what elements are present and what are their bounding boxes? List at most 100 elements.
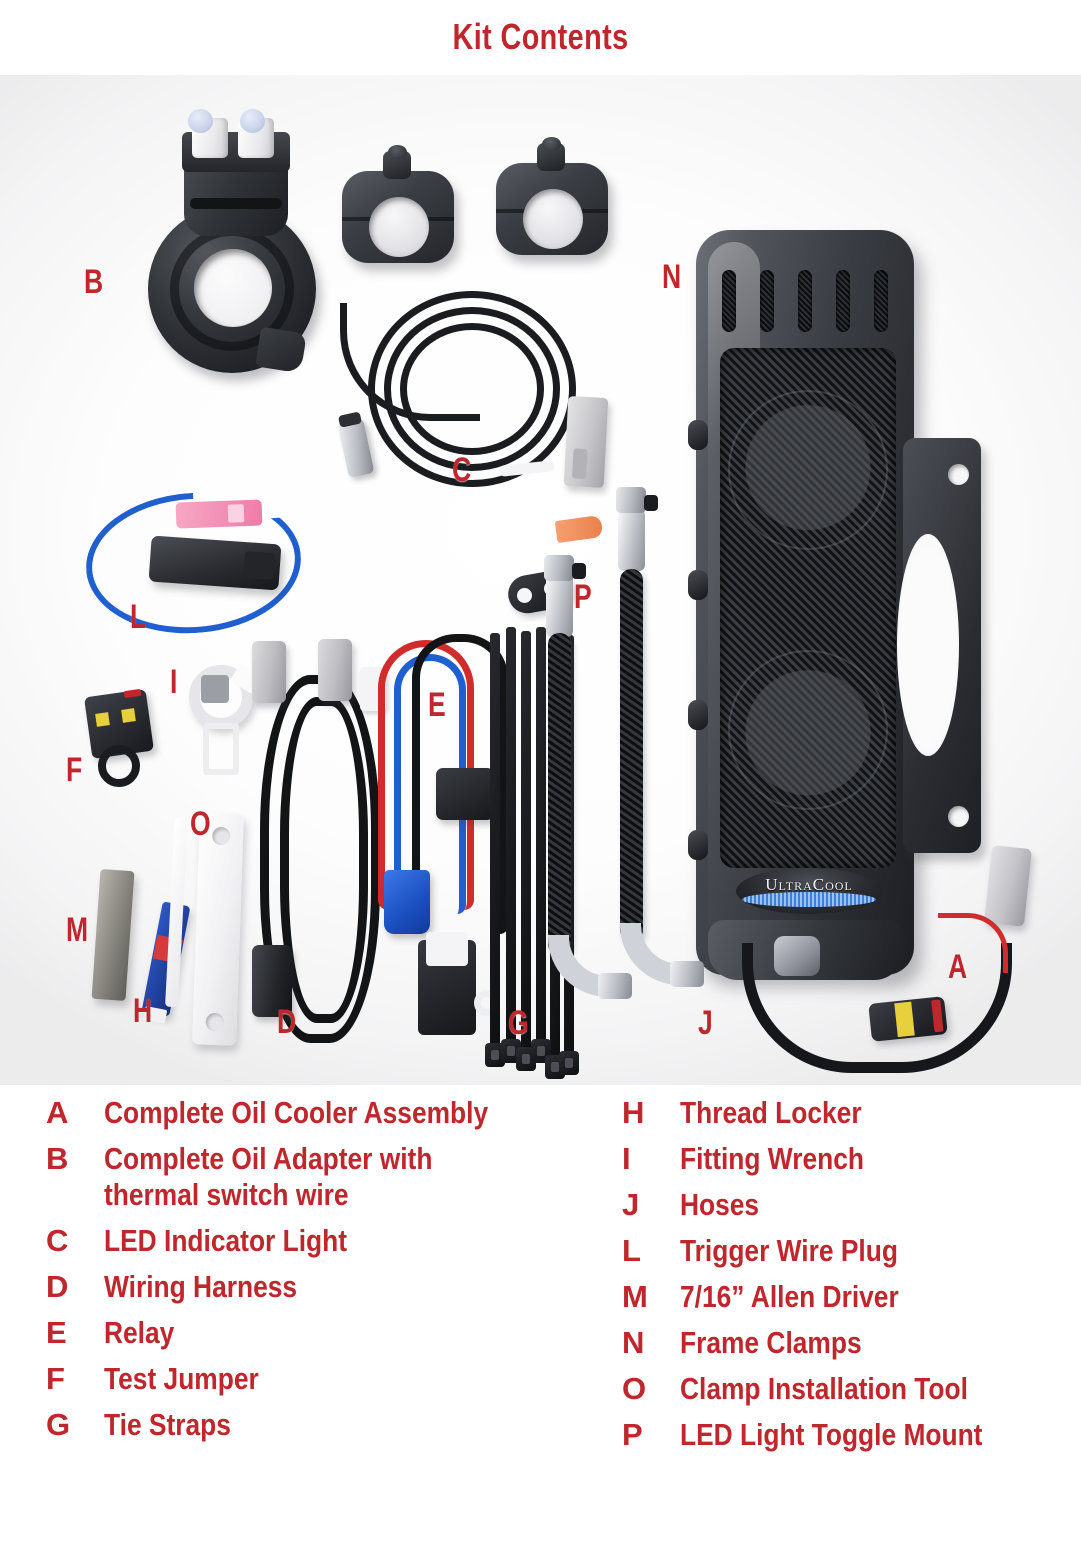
photo-label-d: D [277, 1003, 297, 1041]
legend-item: N Frame Clamps [622, 1325, 1072, 1361]
tie-strap [506, 627, 516, 1047]
legend-key: P [622, 1417, 643, 1452]
cooler-red-lead [938, 913, 1008, 973]
wrench-handle [203, 723, 239, 775]
jumper-terminal [121, 708, 136, 723]
legend-key: M [622, 1279, 648, 1314]
photo-label-b: B [84, 263, 104, 301]
relay-black-wire [412, 634, 508, 934]
mount-hole [517, 588, 532, 603]
legend-key: N [622, 1325, 645, 1360]
cooler-sealed-connector [868, 996, 948, 1042]
cable-lead [340, 303, 480, 421]
harness-gray-connector [252, 641, 286, 703]
badge-stripes [742, 892, 876, 907]
cooler-vent [760, 270, 774, 332]
legend-label: Tie Straps [104, 1407, 231, 1442]
legend-label: LED Indicator Light [104, 1223, 347, 1258]
connector-yellow-band [894, 1001, 915, 1038]
clamp-stud-top [388, 145, 407, 159]
legend-label: 7/16” Allen Driver [680, 1279, 899, 1314]
legend-key: J [622, 1187, 640, 1222]
hose-braid [548, 633, 571, 955]
tie-strap [521, 631, 531, 1051]
photo-label-o: O [190, 805, 211, 843]
photo-label-f: F [66, 751, 83, 789]
photo-label-e: E [428, 686, 446, 724]
hose-end-fitting [598, 973, 632, 999]
bracket-hole [948, 806, 969, 827]
legend-item: C LED Indicator Light [46, 1223, 566, 1259]
connector-red-band [931, 999, 944, 1033]
frame-clamp-right-part-n [496, 137, 608, 255]
tie-strap-head [485, 1043, 505, 1067]
legend-key: D [46, 1269, 69, 1304]
cooler-bolt [688, 830, 708, 860]
cooler-bolt [688, 420, 708, 450]
cooler-vent-group [722, 270, 892, 332]
cooler-vent [798, 270, 812, 332]
legend-label: Thread Locker [680, 1095, 862, 1130]
legend-key: C [46, 1223, 69, 1258]
jumper-terminal [95, 712, 110, 727]
photo-label-i: I [170, 663, 178, 701]
photo-label-g: G [508, 1004, 529, 1042]
relay-blue-splice [384, 870, 430, 934]
cooler-vent [722, 270, 736, 332]
frame-clamp-left-part-n [342, 145, 454, 263]
page-title: Kit Contents [452, 16, 629, 57]
legend-label: LED Light Toggle Mount [680, 1417, 983, 1452]
adapter-cap-right [240, 109, 265, 133]
cooler-bolt [688, 570, 708, 600]
hose-nut [544, 555, 574, 581]
tool-hole [211, 826, 231, 846]
hose-ferrule [618, 509, 645, 571]
hose-left-part-j [540, 555, 680, 1055]
legend-label: Clamp Installation Tool [680, 1371, 968, 1406]
photo-label-p: P [574, 578, 592, 616]
cooler-fan-lower [728, 650, 888, 810]
legend-label: Frame Clamps [680, 1325, 862, 1360]
relay-part-e [378, 634, 508, 1060]
tie-strap [490, 633, 500, 1053]
legend-item: P LED Light Toggle Mount [622, 1417, 1072, 1453]
legend-label: Complete Oil Cooler Assembly [104, 1095, 489, 1130]
legend-key: G [46, 1407, 71, 1442]
harness-black-connector [252, 945, 292, 1017]
hose-right-part-j [608, 487, 758, 1063]
tie-strap-head [559, 1051, 579, 1075]
legend-item: G Tie Straps [46, 1407, 566, 1443]
legend-key: B [46, 1141, 69, 1176]
hose-ferrule [546, 575, 573, 637]
oil-adapter-part-b [140, 109, 325, 375]
fitting-wrench-part-i [189, 663, 263, 777]
adapter-tab [255, 326, 307, 374]
harness-gray-connector [318, 639, 352, 701]
cooler-bolt [688, 700, 708, 730]
legend-label: Trigger Wire Plug [680, 1233, 898, 1268]
photo-label-l: L [130, 598, 147, 636]
photo-label-h: H [133, 992, 153, 1030]
cooler-mount-bracket [897, 438, 981, 853]
wiring-harness-part-d [250, 639, 430, 1075]
clamp-bore [369, 197, 429, 257]
photo-label-m: M [66, 911, 89, 949]
legend-label: Fitting Wrench [680, 1141, 864, 1176]
badge-text: UltraCool [765, 875, 853, 894]
hose-nut [616, 487, 646, 513]
cooler-vent [874, 270, 888, 332]
cooler-vent [836, 270, 850, 332]
led-indicator-cable-part-c [340, 285, 588, 500]
cooler-gray-connector [984, 845, 1032, 927]
